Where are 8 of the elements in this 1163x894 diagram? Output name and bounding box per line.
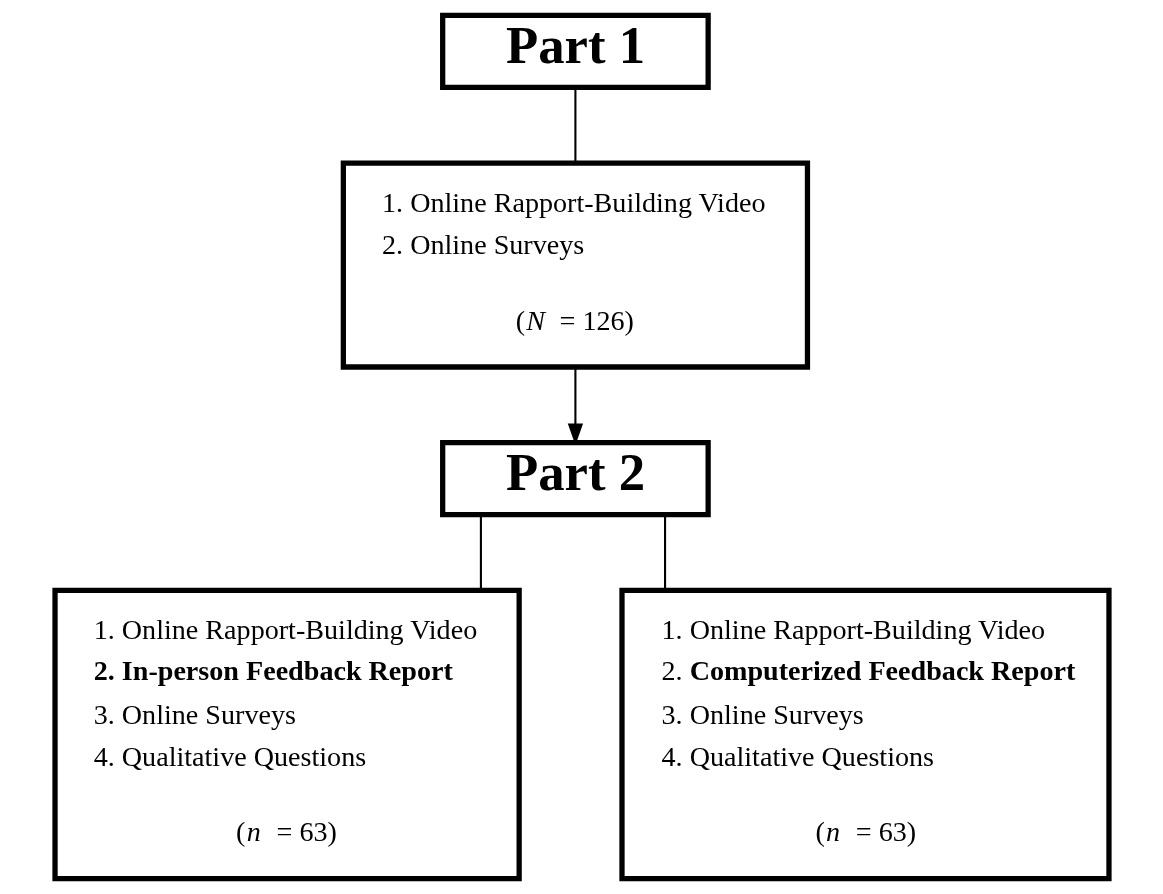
node-box: 1. Online Rapport-Building Video 2. In-person Feedback Report 3. Online Surveys 4. Qualitative Questions (n = 63)	[51, 587, 522, 882]
node-box: 1. Online Rapport-Building Video 2. Computerized Feedback Report 3. Online Surveys 4. Qualitative Questions (n = 63)	[618, 587, 1112, 882]
connector	[479, 514, 482, 591]
node-box: Part 1	[439, 12, 711, 91]
connector	[663, 514, 666, 591]
node-box: 1. Online Rapport-Building Video 2. Online Surveys (N = 126)	[340, 160, 810, 370]
node-box: Part 2	[439, 439, 711, 518]
connector	[573, 87, 576, 163]
